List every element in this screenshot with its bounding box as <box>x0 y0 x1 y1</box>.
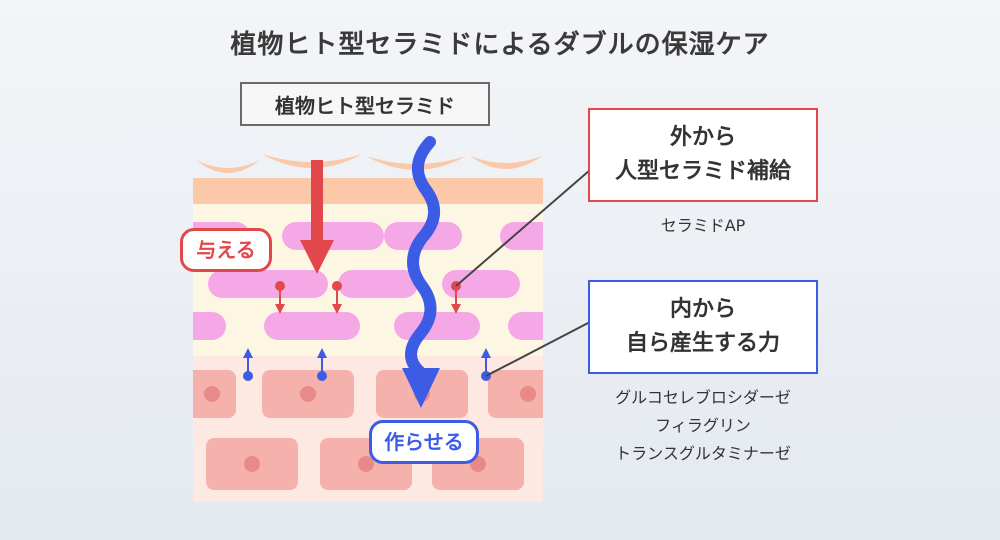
small-blue-arrows <box>243 348 491 381</box>
outer-callout-line1: 外から <box>669 125 736 150</box>
lipid-pill <box>500 222 543 250</box>
outer-callout: 外から 人型セラミド補給 <box>588 108 818 202</box>
lipid-pill <box>282 222 384 250</box>
lipid-pill <box>442 270 520 298</box>
small-red-arrow <box>332 281 342 314</box>
skin-surface <box>196 154 542 173</box>
stratum-top-band <box>193 178 543 204</box>
small-red-arrow <box>275 281 285 314</box>
cell-nucleus <box>358 456 374 472</box>
ingredient-label: 植物ヒト型セラミド <box>240 82 490 126</box>
inner-callout-line2: 自ら産生する力 <box>625 331 780 356</box>
lipid-pill <box>193 312 226 340</box>
cell <box>488 370 543 418</box>
small-blue-arrow <box>243 348 253 381</box>
inner-callout: 内から 自ら産生する力 <box>588 280 818 374</box>
lipid-pill <box>394 312 480 340</box>
inner-notes: グルコセレブロシダーゼ フィラグリン トランスグルタミナーゼ <box>588 384 818 468</box>
outer-connector-line <box>455 169 591 287</box>
cell-nucleus <box>300 386 316 402</box>
cell-nucleus <box>204 386 220 402</box>
give-label: 与える <box>180 228 272 272</box>
small-blue-arrow <box>481 348 491 381</box>
inner-note: トランスグルタミナーゼ <box>615 444 791 463</box>
give-arrow <box>300 160 334 274</box>
outer-callout-line2: 人型セラミド補給 <box>614 159 791 184</box>
diagram-title: 植物ヒト型セラミドによるダブルの保湿ケア <box>230 30 770 60</box>
skin-scale <box>366 156 466 170</box>
make-arrow <box>402 136 440 408</box>
skin-scale <box>262 154 362 168</box>
small-blue-arrow <box>317 348 327 381</box>
cell-nucleus <box>244 456 260 472</box>
inner-note: グルコセレブロシダーゼ <box>615 388 791 407</box>
lipid-layer <box>193 222 543 340</box>
inner-connector-line <box>485 321 591 377</box>
inner-note: フィラグリン <box>655 416 751 435</box>
cell-nucleus <box>520 386 536 402</box>
lipid-pill <box>338 270 418 298</box>
make-label: 作らせる <box>369 420 479 464</box>
inner-callout-line1: 内から <box>669 297 736 322</box>
lipid-pill <box>208 270 328 298</box>
outer-note: セラミドAP <box>660 216 746 235</box>
lipid-pill <box>508 312 543 340</box>
skin-scale <box>470 156 542 169</box>
skin-scale <box>196 160 260 173</box>
lipid-pill <box>264 312 360 340</box>
